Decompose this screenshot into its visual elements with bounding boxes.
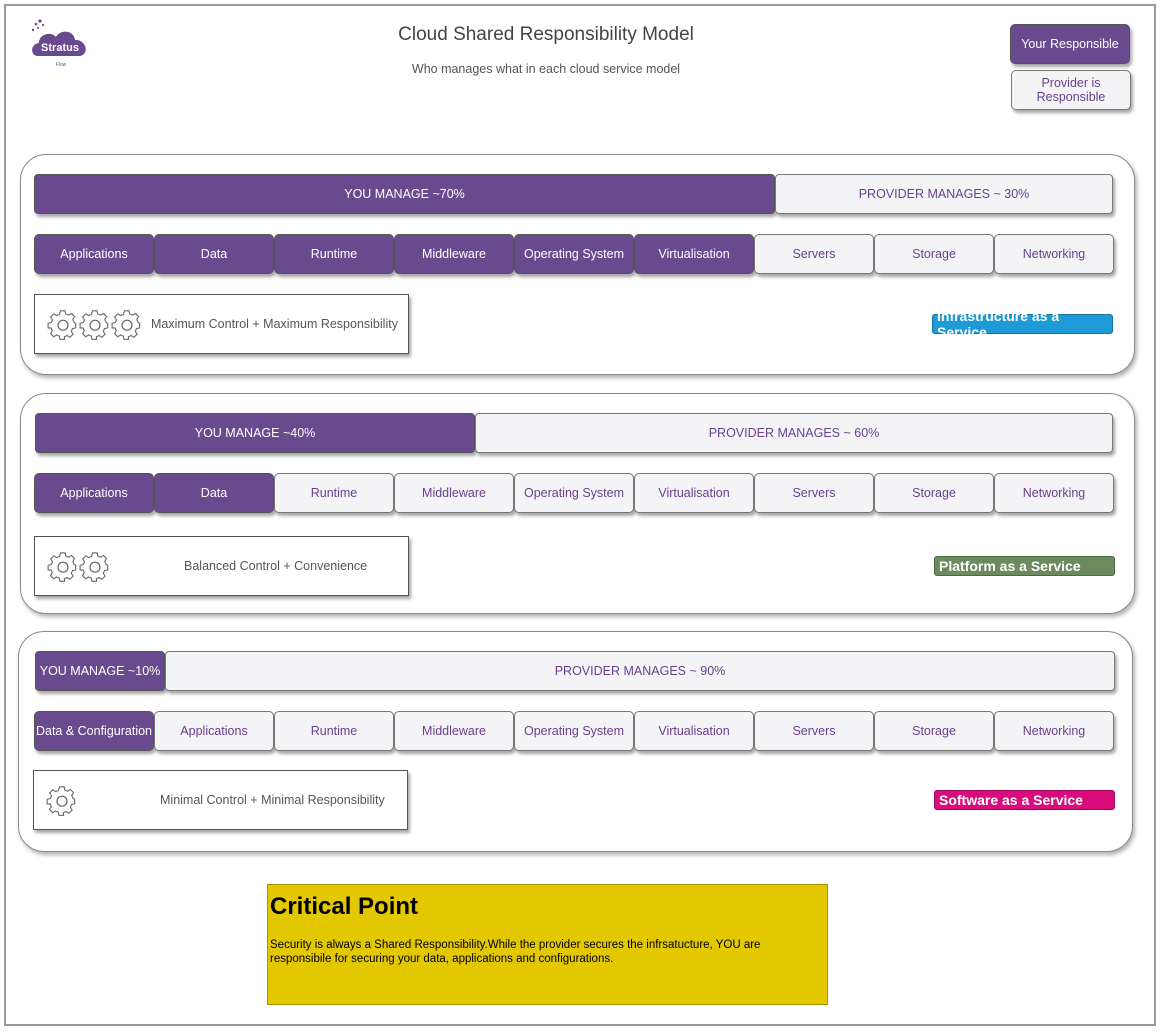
iaas-layer-cell: Middleware (394, 234, 514, 274)
saas-control-box: Minimal Control + Minimal Responsibility (33, 770, 408, 830)
critical-point-title: Critical Point (270, 893, 419, 920)
saas-layer-cell: Servers (754, 711, 874, 751)
paas-layer-cell: Storage (874, 473, 994, 513)
iaas-layer-cell: Servers (754, 234, 874, 274)
logo-subtext: Flow (56, 62, 67, 68)
gear-icon (46, 786, 76, 816)
paas-layer-cell: Virtualisation (634, 473, 754, 513)
gear-icon (79, 552, 109, 582)
saas-provider-manages-bar: PROVIDER MANAGES ~ 90% (165, 651, 1115, 691)
page-title: Cloud Shared Responsibility Model (398, 24, 694, 45)
paas-layer-cell: Operating System (514, 473, 634, 513)
gear-group (47, 551, 111, 583)
gear-icon (47, 552, 77, 582)
saas-layer-cell: Virtualisation (634, 711, 754, 751)
iaas-layer-cell: Virtualisation (634, 234, 754, 274)
iaas-layer-cell: Data (154, 234, 274, 274)
iaas-layer-cell: Networking (994, 234, 1114, 274)
iaas-layer-cell: Operating System (514, 234, 634, 274)
gear-group (47, 309, 143, 341)
paas-service-label: Platform as a Service (934, 556, 1115, 576)
iaas-control-text: Maximum Control + Maximum Responsibility (151, 317, 398, 331)
iaas-control-box: Maximum Control + Maximum Responsibility (34, 294, 409, 354)
saas-you-manage-bar: YOU MANAGE ~10% (35, 651, 165, 691)
paas-provider-manages-bar: PROVIDER MANAGES ~ 60% (475, 413, 1113, 453)
iaas-layer-cell: Storage (874, 234, 994, 274)
critical-point-box: Critical Point Security is always a Shar… (267, 884, 828, 1005)
paas-layer-cell: Applications (34, 473, 154, 513)
iaas-layer-cell: Applications (34, 234, 154, 274)
saas-layer-cell: Data & Configuration (34, 711, 154, 751)
iaas-provider-manages-bar: PROVIDER MANAGES ~ 30% (775, 174, 1113, 214)
gear-icon (79, 310, 109, 340)
gear-icon (47, 310, 77, 340)
iaas-service-label: Infrastructure as a Service (932, 308, 1113, 340)
paas-layer-cell: Runtime (274, 473, 394, 513)
paas-you-manage-bar: YOU MANAGE ~40% (35, 413, 475, 453)
saas-layer-cell: Storage (874, 711, 994, 751)
legend-provider-responsible: Provider is Responsible (1011, 70, 1131, 110)
cloud-logo-icon: Stratus Flow (31, 19, 86, 68)
iaas-layer-cell: Runtime (274, 234, 394, 274)
gear-icon (111, 310, 141, 340)
stratus-logo: Stratus Flow (28, 18, 94, 70)
iaas-you-manage-bar: YOU MANAGE ~70% (34, 174, 775, 214)
saas-layer-cell: Operating System (514, 711, 634, 751)
logo-text: Stratus (41, 42, 79, 54)
gear-group (46, 785, 78, 817)
saas-control-text: Minimal Control + Minimal Responsibility (160, 793, 385, 807)
paas-layer-cell: Networking (994, 473, 1114, 513)
paas-layer-cell: Data (154, 473, 274, 513)
page-subtitle: Who manages what in each cloud service m… (411, 62, 681, 76)
saas-layer-cell: Middleware (394, 711, 514, 751)
paas-layer-cell: Servers (754, 473, 874, 513)
saas-service-label: Software as a Service (934, 790, 1115, 810)
paas-control-text: Balanced Control + Convenience (184, 559, 368, 573)
legend-you-responsible: Your Responsible (1010, 24, 1130, 64)
saas-layer-cell: Networking (994, 711, 1114, 751)
saas-layer-cell: Applications (154, 711, 274, 751)
critical-point-text: Security is always a Shared Responsibili… (270, 939, 761, 965)
paas-control-box: Balanced Control + Convenience (34, 536, 409, 596)
paas-layer-cell: Middleware (394, 473, 514, 513)
saas-layer-cell: Runtime (274, 711, 394, 751)
